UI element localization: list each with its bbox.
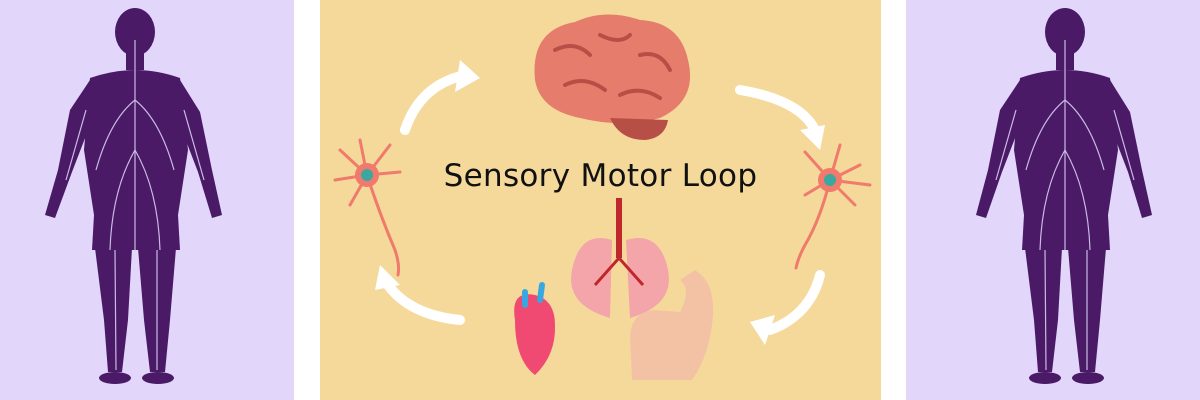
loop-arrows bbox=[383, 70, 825, 335]
heart-icon bbox=[514, 282, 556, 375]
diagram-title: Sensory Motor Loop bbox=[443, 158, 758, 194]
lungs-icon bbox=[571, 198, 669, 318]
arrow-top-right bbox=[735, 85, 820, 135]
neuron-icon-left bbox=[333, 138, 402, 277]
right-side-panel bbox=[906, 0, 1200, 400]
right-human-figure-icon bbox=[906, 0, 1200, 400]
brain-icon bbox=[534, 14, 691, 140]
sensory-motor-loop-diagram: Sensory Motor Loop bbox=[320, 0, 881, 400]
arrow-bottom-left bbox=[383, 280, 465, 325]
left-side-panel bbox=[0, 0, 294, 400]
arrow-top-left bbox=[400, 70, 470, 135]
arrow-heads bbox=[375, 60, 825, 345]
left-human-figure-icon bbox=[0, 0, 294, 400]
neuron-icon-right bbox=[794, 143, 872, 270]
arrow-bottom-right bbox=[765, 270, 825, 335]
flexed-arm-icon bbox=[630, 270, 714, 380]
